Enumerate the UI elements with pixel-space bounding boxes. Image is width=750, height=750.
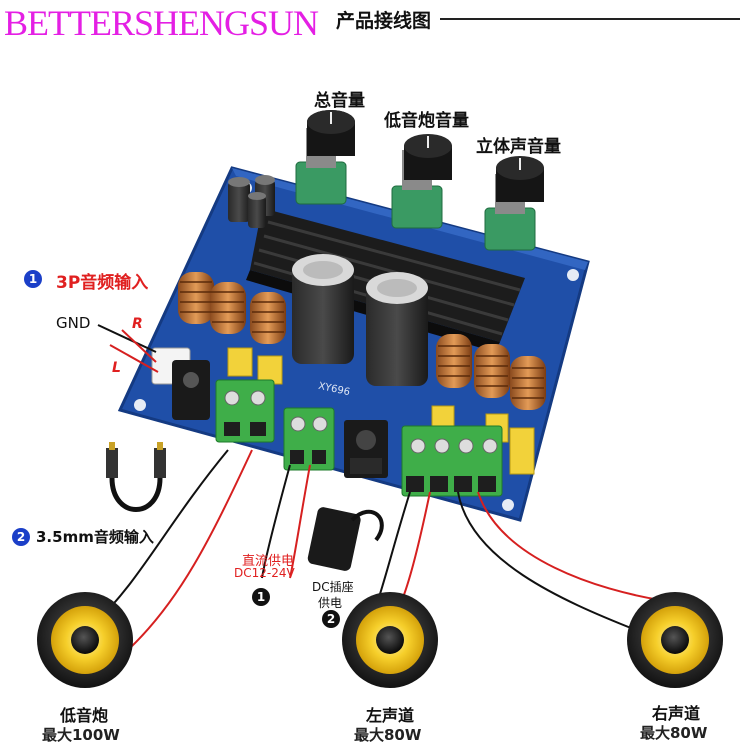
knob-master [295, 110, 355, 205]
inductors [178, 272, 546, 410]
speaker-right-name: 右声道 [652, 704, 701, 723]
dc-jack [344, 420, 388, 478]
power-adapter [307, 507, 384, 571]
dc-socket-badge: 2 [322, 610, 340, 628]
input-connectors [151, 347, 210, 420]
speaker-left-power: 最大80W [354, 726, 422, 744]
small-capacitors [228, 175, 275, 228]
knob-subwoofer [391, 134, 452, 229]
dc-supply-badge: 1 [252, 588, 270, 606]
knob-master-label: 总音量 [314, 91, 365, 111]
terminal-blocks [215, 379, 503, 497]
speaker-sub [37, 592, 133, 688]
knob-subwoofer-label: 低音炮音量 [384, 111, 469, 131]
knob-stereo [484, 156, 544, 251]
big-capacitors [292, 254, 428, 386]
knob-stereo-label: 立体声音量 [476, 137, 561, 157]
r-label: R [132, 316, 143, 332]
page-title: 产品接线图 [336, 10, 432, 32]
aux-cable [106, 442, 166, 512]
film-capacitors [227, 347, 535, 475]
dc-socket-label-2: 供电 [318, 596, 343, 610]
gnd-label: GND [56, 314, 91, 332]
input-leads [97, 324, 159, 373]
input-35mm-badge: 2 [12, 528, 30, 546]
input-3p-label: 3P音频输入 [56, 273, 149, 293]
dc-socket-label: DC插座 [312, 580, 354, 594]
speaker-sub-name: 低音炮 [60, 706, 109, 725]
speaker-left-name: 左声道 [366, 706, 415, 725]
dc-range-label: DC12-24V [234, 566, 295, 580]
speaker-sub-power: 最大100W [42, 726, 120, 744]
input-35mm-label: 3.5mm音频输入 [36, 528, 154, 546]
speaker-right-power: 最大80W [640, 724, 708, 742]
speaker-left [342, 592, 438, 688]
title-rule [440, 18, 740, 20]
watermark-text: BETTERSHENGSUN [4, 3, 319, 43]
speaker-right [627, 592, 723, 688]
dc-supply-label: 直流供电 [242, 554, 295, 569]
input-3p-badge: 1 [24, 270, 42, 288]
l-label: L [112, 360, 121, 376]
